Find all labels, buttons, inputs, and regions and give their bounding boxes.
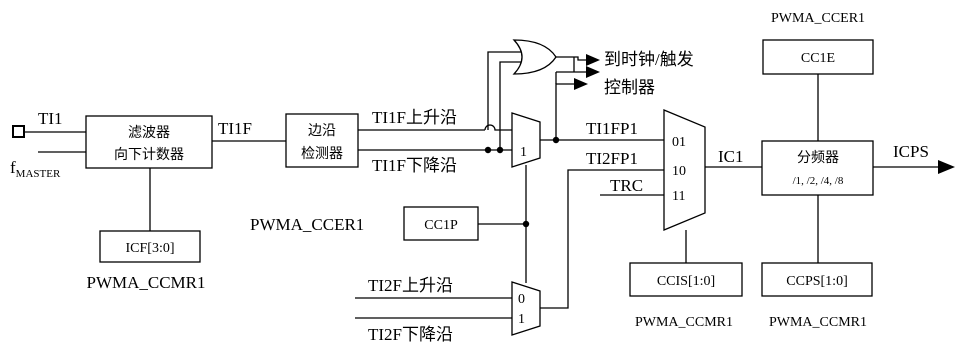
- ti1f-rise-label: TI1F上升沿: [372, 108, 457, 127]
- edge-detector-block: [285, 113, 359, 168]
- cc1e-block: [762, 39, 874, 75]
- register-ccmr1-ccps: PWMA_CCMR1: [769, 315, 867, 330]
- ti1-label: TI1: [38, 109, 63, 128]
- ti2f-fall-label: TI2F下降沿: [368, 325, 453, 344]
- to-clock-label-2: 控制器: [604, 78, 655, 97]
- or-gate-icon: [512, 39, 557, 75]
- ti2fp1-label: TI2FP1: [586, 149, 638, 168]
- register-ccer1-top: PWMA_CCER1: [771, 11, 865, 26]
- edge-label-2: 检测器: [301, 146, 343, 162]
- mux2-shape: [511, 281, 541, 336]
- mux3-in01-label: 01: [672, 135, 686, 150]
- register-ccmr1-left: PWMA_CCMR1: [86, 273, 205, 292]
- icf-block: [99, 230, 201, 263]
- mux2-in0-label: 0: [518, 292, 525, 307]
- prescaler-label-1: 分频器: [797, 150, 839, 166]
- ic1-label: IC1: [718, 147, 744, 166]
- wires: [22, 51, 955, 319]
- ti2f-rise-label: TI2F上升沿: [368, 276, 453, 295]
- ccps-block: [761, 262, 873, 297]
- edge-label-1: 边沿: [308, 123, 336, 139]
- filter-label-2: 向下计数器: [114, 147, 184, 163]
- icps-label: ICPS: [893, 142, 929, 161]
- ti1f-label: TI1F: [218, 119, 252, 138]
- mux1-shape: [511, 112, 541, 168]
- ti1f-fall-label: TI1F下降沿: [372, 156, 457, 175]
- junction-dots: [484, 136, 560, 228]
- to-clock-label-1: 到时钟/触发: [604, 50, 694, 69]
- fmaster-label: fMASTER: [10, 158, 61, 180]
- trc-label: TRC: [610, 176, 643, 195]
- icf-label: ICF[3:0]: [126, 241, 175, 256]
- ccps-label: CCPS[1:0]: [786, 274, 847, 289]
- register-ccmr1-ccis: PWMA_CCMR1: [635, 315, 733, 330]
- mux1-in1-label: 1: [520, 145, 527, 160]
- ti1fp1-label: TI1FP1: [586, 119, 638, 138]
- filter-label-1: 滤波器: [128, 125, 170, 141]
- cc1e-label: CC1E: [801, 51, 835, 66]
- mux3-in10-label: 10: [672, 164, 686, 179]
- cc1p-block: [403, 206, 479, 241]
- cc1p-label: CC1P: [424, 218, 458, 233]
- register-ccer1-mid: PWMA_CCER1: [250, 215, 364, 234]
- filter-block: [85, 115, 213, 169]
- ccis-block: [629, 262, 743, 297]
- prescaler-block: [761, 140, 874, 196]
- mux3-in11-label: 11: [672, 189, 685, 204]
- ti1-pin-icon: [12, 125, 25, 138]
- prescaler-label-2: /1, /2, /4, /8: [793, 175, 844, 187]
- ccis-label: CCIS[1:0]: [657, 274, 715, 289]
- mux2-in1-label: 1: [518, 312, 525, 327]
- mux3-shape: [663, 109, 706, 231]
